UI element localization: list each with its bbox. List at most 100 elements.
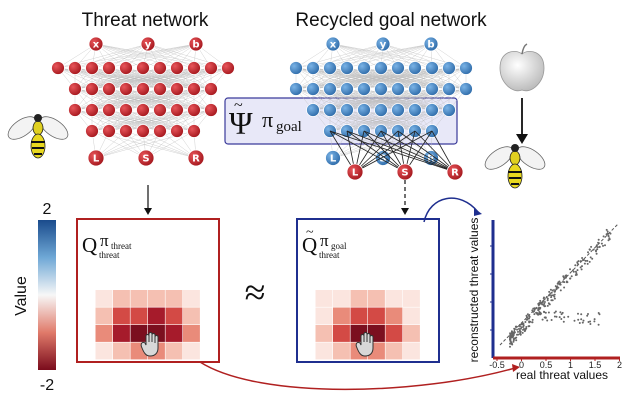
scatter-point xyxy=(609,232,612,235)
threat-node xyxy=(102,82,116,96)
heatmap-cell xyxy=(95,290,113,307)
scatter-point xyxy=(532,310,535,313)
q-sub: threat xyxy=(99,250,120,260)
threat-edge xyxy=(91,109,144,132)
scatter-point xyxy=(578,322,581,324)
heatmap-cell xyxy=(385,290,403,307)
goal-edge xyxy=(295,67,450,90)
scatter-point xyxy=(550,291,553,294)
heatmap-cell xyxy=(183,272,200,290)
heatmap-cell xyxy=(78,255,95,272)
heatmap-cell xyxy=(78,342,95,360)
threat-node-label: b xyxy=(192,40,199,51)
heatmap-cell xyxy=(350,290,368,307)
scatter-point xyxy=(604,244,606,247)
heatmap-cell xyxy=(368,220,385,237)
scatter-point xyxy=(515,325,517,328)
scatter-point xyxy=(547,311,550,314)
heatmap-cell xyxy=(368,237,385,255)
threat-edge xyxy=(74,67,127,90)
scatter-point xyxy=(546,297,549,300)
scatter-point xyxy=(562,275,565,278)
scatter-point xyxy=(509,342,512,345)
scatter-point xyxy=(537,304,540,307)
recycled-output-label: L xyxy=(352,168,359,179)
scatter-point xyxy=(580,313,583,316)
heatmap-cell xyxy=(333,325,350,342)
scatter-point xyxy=(544,316,547,319)
scatter-point xyxy=(565,274,568,277)
scatter-point xyxy=(535,307,538,310)
threat-node xyxy=(68,82,82,96)
goal-node xyxy=(374,82,388,96)
heatmap-cell xyxy=(200,220,218,237)
goal-node xyxy=(391,82,405,96)
qt-pi-sup: goal xyxy=(331,241,347,251)
heatmap-cell xyxy=(403,272,420,290)
threat-network-title: Threat network xyxy=(82,10,209,31)
heatmap-cell xyxy=(385,307,403,325)
heatmap-cell xyxy=(333,307,350,325)
heatmap-cell xyxy=(200,272,218,290)
threat-node xyxy=(140,36,156,52)
scatter-point xyxy=(539,299,542,302)
scatter-point xyxy=(542,297,545,300)
threat-edge xyxy=(159,109,212,132)
scatter-point xyxy=(537,307,540,310)
goal-node xyxy=(408,82,422,96)
heatmap-cell xyxy=(130,237,148,255)
scatter-point xyxy=(543,310,545,313)
scatter-point xyxy=(559,283,562,286)
scatter-point xyxy=(546,319,549,322)
heatmap-cell xyxy=(95,307,113,325)
scatter-point xyxy=(513,332,515,335)
scatter-point xyxy=(602,244,604,247)
psi-pi: π xyxy=(262,107,273,132)
threat-edge xyxy=(142,43,197,69)
q-symbol: Q xyxy=(82,233,97,257)
scatter-point xyxy=(559,289,562,292)
heatmap-cell xyxy=(420,272,438,290)
scatter-point xyxy=(550,294,553,297)
heatmap-cell xyxy=(78,290,95,307)
scatter-point xyxy=(587,251,589,254)
goal-node-label: y xyxy=(380,40,387,51)
goal-edge xyxy=(295,67,348,90)
heatmap-cell xyxy=(148,255,165,272)
scatter-point xyxy=(582,258,584,261)
goal-node xyxy=(306,61,320,75)
heatmap-cell xyxy=(298,255,315,272)
recycled-edge xyxy=(363,130,456,173)
heatmap-cell xyxy=(385,255,403,272)
heatmap-cell xyxy=(350,220,368,237)
threat-edge xyxy=(57,43,197,69)
threat-edge xyxy=(57,43,97,69)
scatter-point xyxy=(517,330,519,333)
scatter-point xyxy=(560,318,563,320)
q-pi: π xyxy=(100,231,109,250)
heatmap-cell xyxy=(165,220,183,237)
scatter-point xyxy=(586,262,589,265)
threat-node xyxy=(68,103,82,117)
heatmap-cell xyxy=(333,342,350,360)
scatter-point xyxy=(565,281,568,284)
heatmap-cell xyxy=(403,342,420,360)
heatmap-cell xyxy=(95,220,113,237)
scatter-point xyxy=(587,321,590,323)
threat-node xyxy=(102,103,116,117)
scatter-point xyxy=(519,325,521,328)
threat-node xyxy=(170,82,184,96)
scatter-point xyxy=(546,299,549,302)
scatter-point xyxy=(526,313,529,316)
heatmap-cell xyxy=(368,307,385,325)
scatter-point xyxy=(600,242,603,245)
heatmap-cell xyxy=(368,290,385,307)
heatmap-cell xyxy=(385,272,403,290)
scatter-point xyxy=(581,257,584,259)
scatter-point xyxy=(509,345,511,348)
scatter-point xyxy=(576,269,579,272)
heatmap-cell xyxy=(298,237,315,255)
heatmap-cell xyxy=(183,342,200,360)
heatmap-cell xyxy=(350,307,368,325)
